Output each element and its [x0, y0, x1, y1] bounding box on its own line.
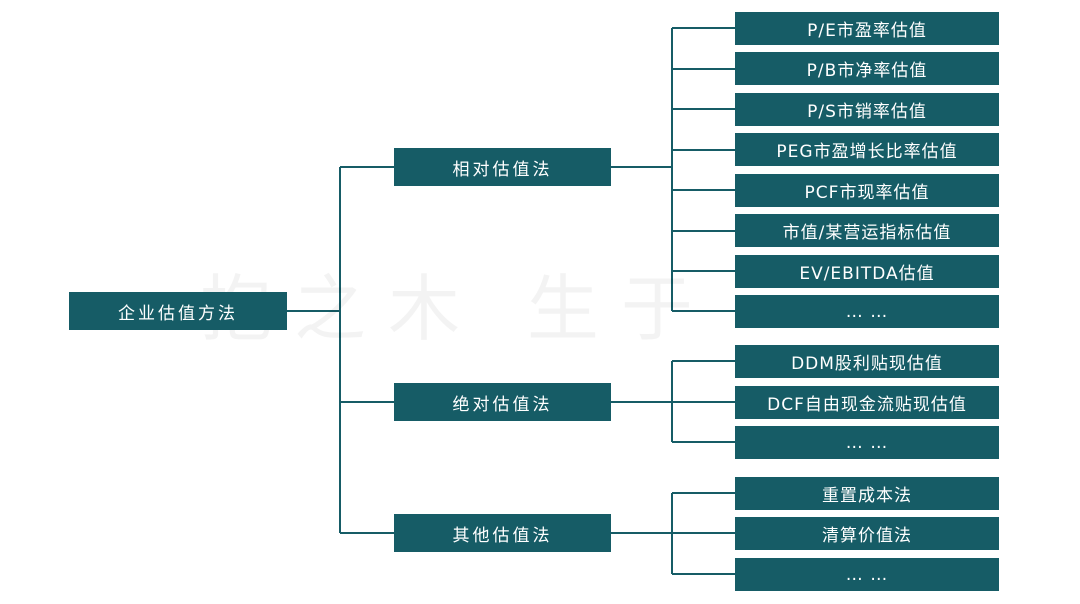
leaf-node-dcf: DCF自由现金流贴现估值	[735, 386, 999, 419]
leaf-node-pb-ratio: P/B市净率估值	[735, 52, 999, 85]
leaf-node-peg-ratio: PEG市盈增长比率估值	[735, 133, 999, 166]
category-node-relative-valuation: 相对估值法	[394, 148, 611, 186]
leaf-node-liquidation-value: 清算价值法	[735, 517, 999, 550]
category-node-absolute-valuation: 绝对估值法	[394, 383, 611, 421]
leaf-node-market-cap-operating-metric: 市值/某营运指标估值	[735, 214, 999, 247]
leaf-node-pcf-ratio: PCF市现率估值	[735, 174, 999, 207]
leaf-node-other-more: … …	[735, 558, 999, 591]
root-node-enterprise-valuation: 企业估值方法	[69, 292, 287, 330]
category-node-other-valuation: 其他估值法	[394, 514, 611, 552]
leaf-node-absolute-more: … …	[735, 426, 999, 459]
leaf-node-ddm: DDM股利贴现估值	[735, 345, 999, 378]
leaf-node-pe-ratio: P/E市盈率估值	[735, 12, 999, 45]
leaf-node-ev-ebitda: EV/EBITDA估值	[735, 255, 999, 288]
leaf-node-relative-more: … …	[735, 295, 999, 328]
leaf-node-replacement-cost: 重置成本法	[735, 477, 999, 510]
leaf-node-ps-ratio: P/S市销率估值	[735, 93, 999, 126]
